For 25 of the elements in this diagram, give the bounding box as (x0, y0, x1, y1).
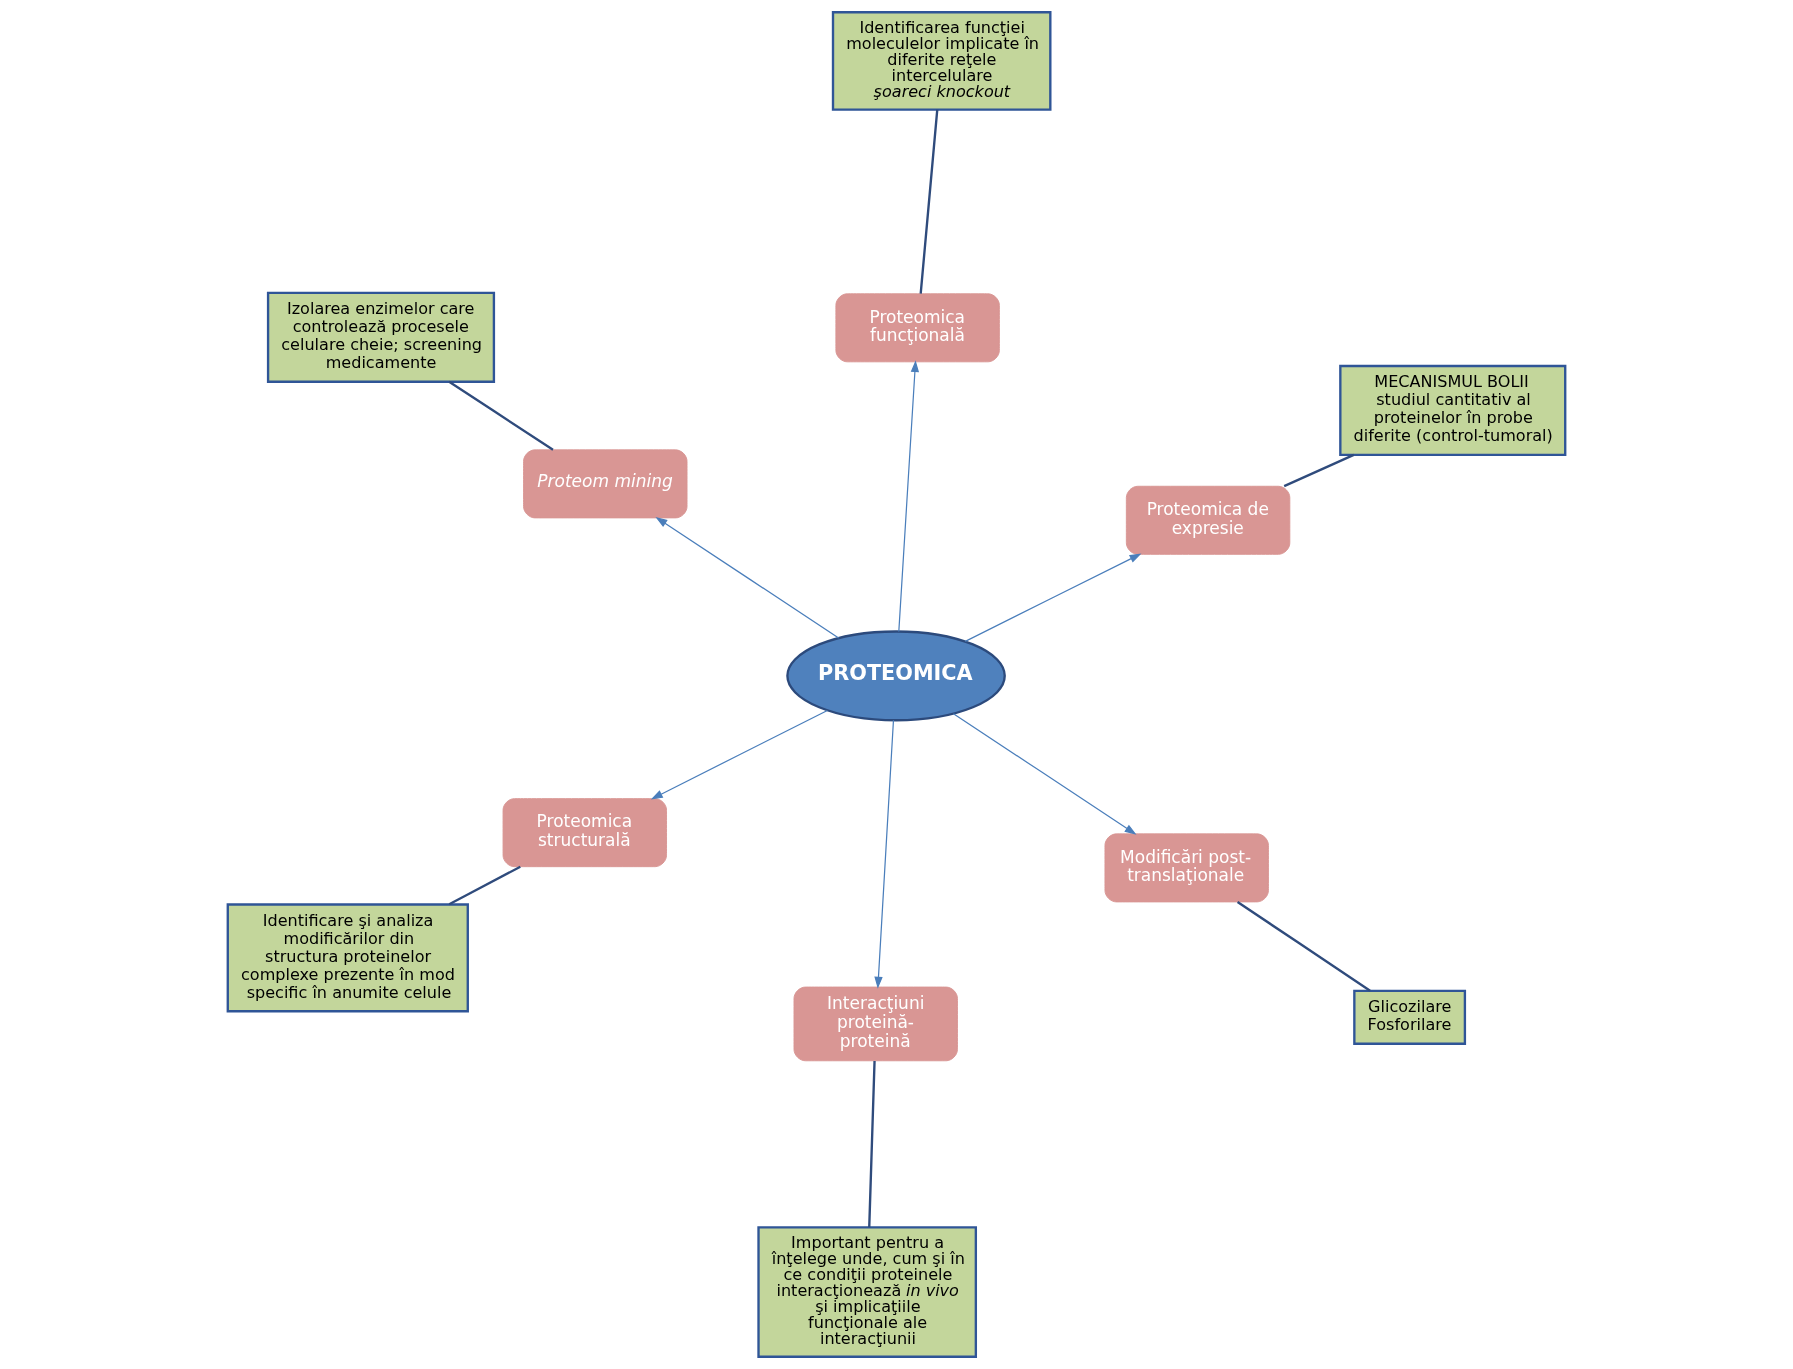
arrow (898, 360, 920, 633)
node-box: Identificare şi analiza modificărilor din structura proteinelor complexe prezente în mod specific în anumite celule (226, 903, 469, 1013)
arrow (650, 709, 828, 800)
node-ellipse: PROTEOMICA (786, 630, 1006, 722)
arrow (952, 713, 1137, 835)
connector (1283, 453, 1355, 488)
node-box: Important pentru a înţelege unde, cum şi în ce condiţii proteinele interacţionează in vivo şi implicaţiile funcţionale ale interacţiunii (757, 1226, 977, 1358)
node-box: Proteomica de expresie (1125, 485, 1291, 555)
connector (1236, 901, 1371, 992)
node-box: Izolarea enzimelor care controlează procesele celulare cheie; screening medicamente (266, 291, 496, 383)
node-box: Proteomica funcţională (835, 293, 1000, 363)
node-box: MECANISMUL BOLII studiul cantitativ al proteinelor în probe diferite (control-tumoral) (1339, 364, 1567, 457)
connector (919, 109, 939, 294)
node-box: Proteom mining (523, 449, 688, 519)
node-box: Proteomica structurală (502, 798, 667, 868)
arrow (655, 517, 840, 639)
node-box: Identificarea funcţiei moleculelor implicate în diferite reţele intercelulare şoareci knockout (831, 11, 1052, 111)
node-box: Interacţiuni proteină-proteină (793, 986, 958, 1062)
arrow (874, 719, 895, 989)
connector (448, 865, 521, 906)
node-box: Modificări post-translaţionale (1104, 833, 1269, 903)
node-box: Glicozilare Fosforilare (1353, 989, 1467, 1045)
connector (868, 1060, 876, 1228)
arrow (964, 553, 1142, 642)
connector (448, 380, 554, 451)
